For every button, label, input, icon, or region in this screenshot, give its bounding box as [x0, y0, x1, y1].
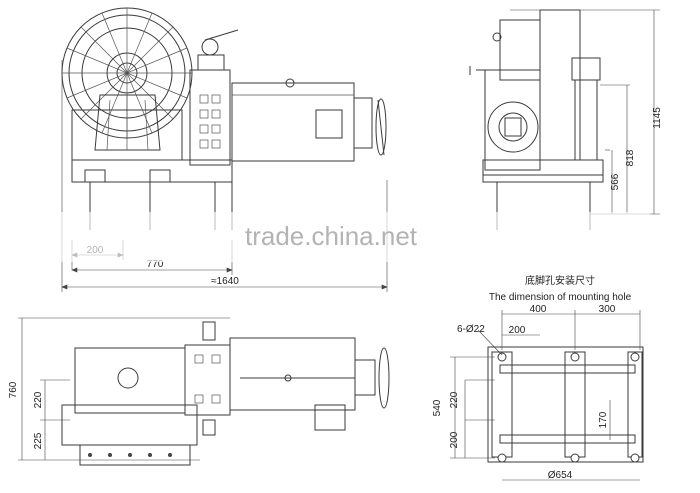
dim-1640: ≈1640 — [211, 276, 239, 287]
dim-mount-654: Ø654 — [548, 470, 573, 481]
plan-view: 760 220 225 — [8, 317, 390, 466]
side-view: 1145 818 566 — [469, 9, 663, 230]
dim-holes: 6-Ø22 — [457, 324, 485, 335]
dim-mount-300: 300 — [599, 304, 616, 315]
watermark: trade.china.net — [245, 221, 418, 251]
dim-566: 566 — [610, 173, 621, 190]
dim-mount-540: 540 — [432, 399, 443, 416]
dim-mount-400: 400 — [530, 304, 547, 315]
dim-220: 220 — [33, 391, 44, 408]
dim-mount-220: 220 — [449, 391, 460, 408]
mounting-title-en: The dimension of mounting hole — [489, 292, 632, 303]
mounting-hole-view: 底脚孔安装尺寸 The dimension of mounting hole — [432, 274, 644, 481]
dim-mount-200v: 200 — [449, 431, 460, 448]
mounting-title-cn: 底脚孔安装尺寸 — [525, 274, 595, 287]
dim-mount-200: 200 — [509, 325, 526, 336]
dim-770: 770 — [147, 259, 164, 270]
dim-mount-170: 170 — [598, 411, 609, 428]
dim-760: 760 — [8, 381, 19, 398]
dim-225: 225 — [33, 432, 44, 449]
dim-818: 818 — [625, 149, 636, 166]
dim-1145: 1145 — [652, 107, 663, 129]
